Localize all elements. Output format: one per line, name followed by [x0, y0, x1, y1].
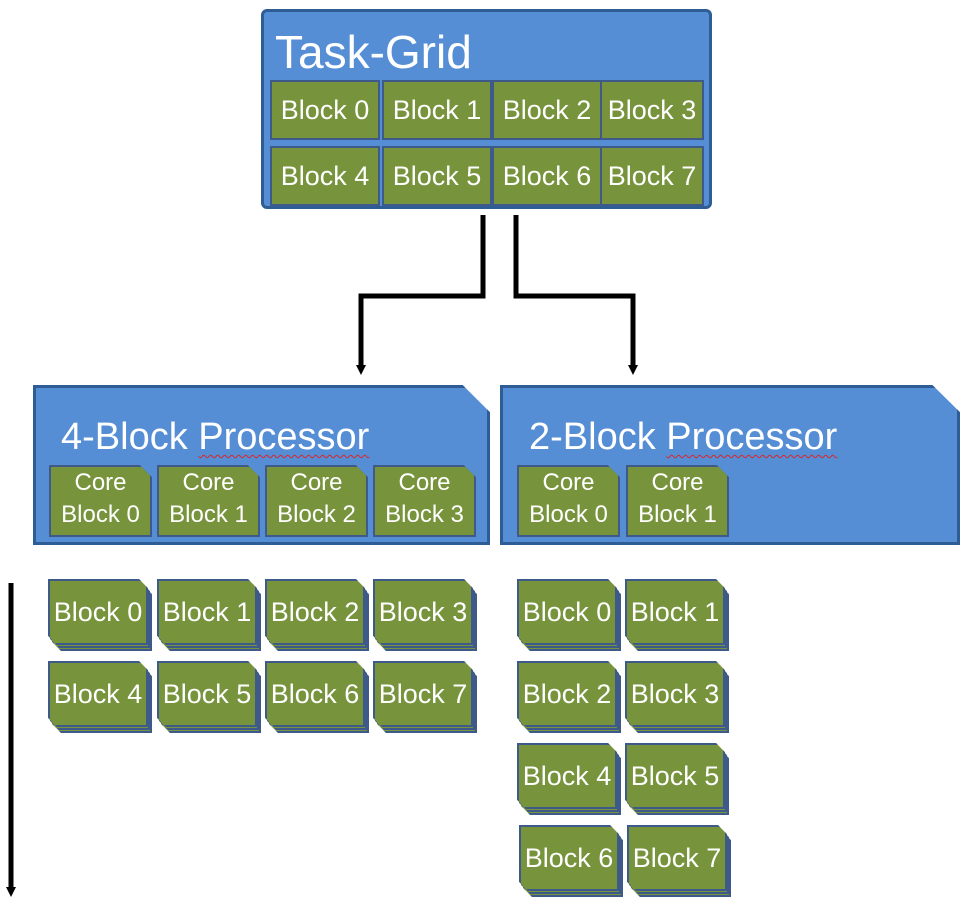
task-grid-block: Block 4: [270, 146, 380, 206]
processor-2-block-title: 2-Block Processor: [529, 416, 838, 458]
scheduled-block: Block 4: [48, 661, 152, 733]
scheduled-block: Block 3: [625, 661, 729, 733]
scheduled-block: Block 5: [157, 661, 261, 733]
scheduled-block: Block 1: [157, 579, 261, 651]
processor-4-block-title: 4-Block Processor: [61, 416, 370, 458]
scheduled-block: Block 0: [48, 579, 152, 651]
scheduled-block: Block 2: [517, 661, 621, 733]
scheduled-block: Block 0: [517, 579, 621, 651]
task-grid-block: Block 6: [492, 146, 602, 206]
task-grid-block: Block 5: [382, 146, 492, 206]
task-grid-block: Block 7: [600, 146, 704, 206]
task-grid-block: Block 0: [270, 80, 380, 140]
scheduled-block: Block 6: [265, 661, 369, 733]
scheduled-block: Block 1: [625, 579, 729, 651]
task-grid-title: Task-Grid: [275, 26, 472, 78]
scheduled-block: Block 4: [517, 743, 621, 815]
task-grid-block: Block 2: [492, 80, 602, 140]
scheduled-block: Block 2: [265, 579, 369, 651]
arrow-to-2-block-processor: [513, 215, 638, 375]
arrow-to-4-block-processor: [356, 215, 486, 375]
task-grid-block: Block 1: [382, 80, 492, 140]
scheduled-block: Block 5: [625, 743, 729, 815]
task-grid-block: Block 3: [600, 80, 704, 140]
scheduled-block: Block 7: [627, 825, 731, 897]
scheduled-block: Block 7: [373, 661, 477, 733]
scheduled-block: Block 3: [373, 579, 477, 651]
scheduled-block: Block 6: [519, 825, 623, 897]
